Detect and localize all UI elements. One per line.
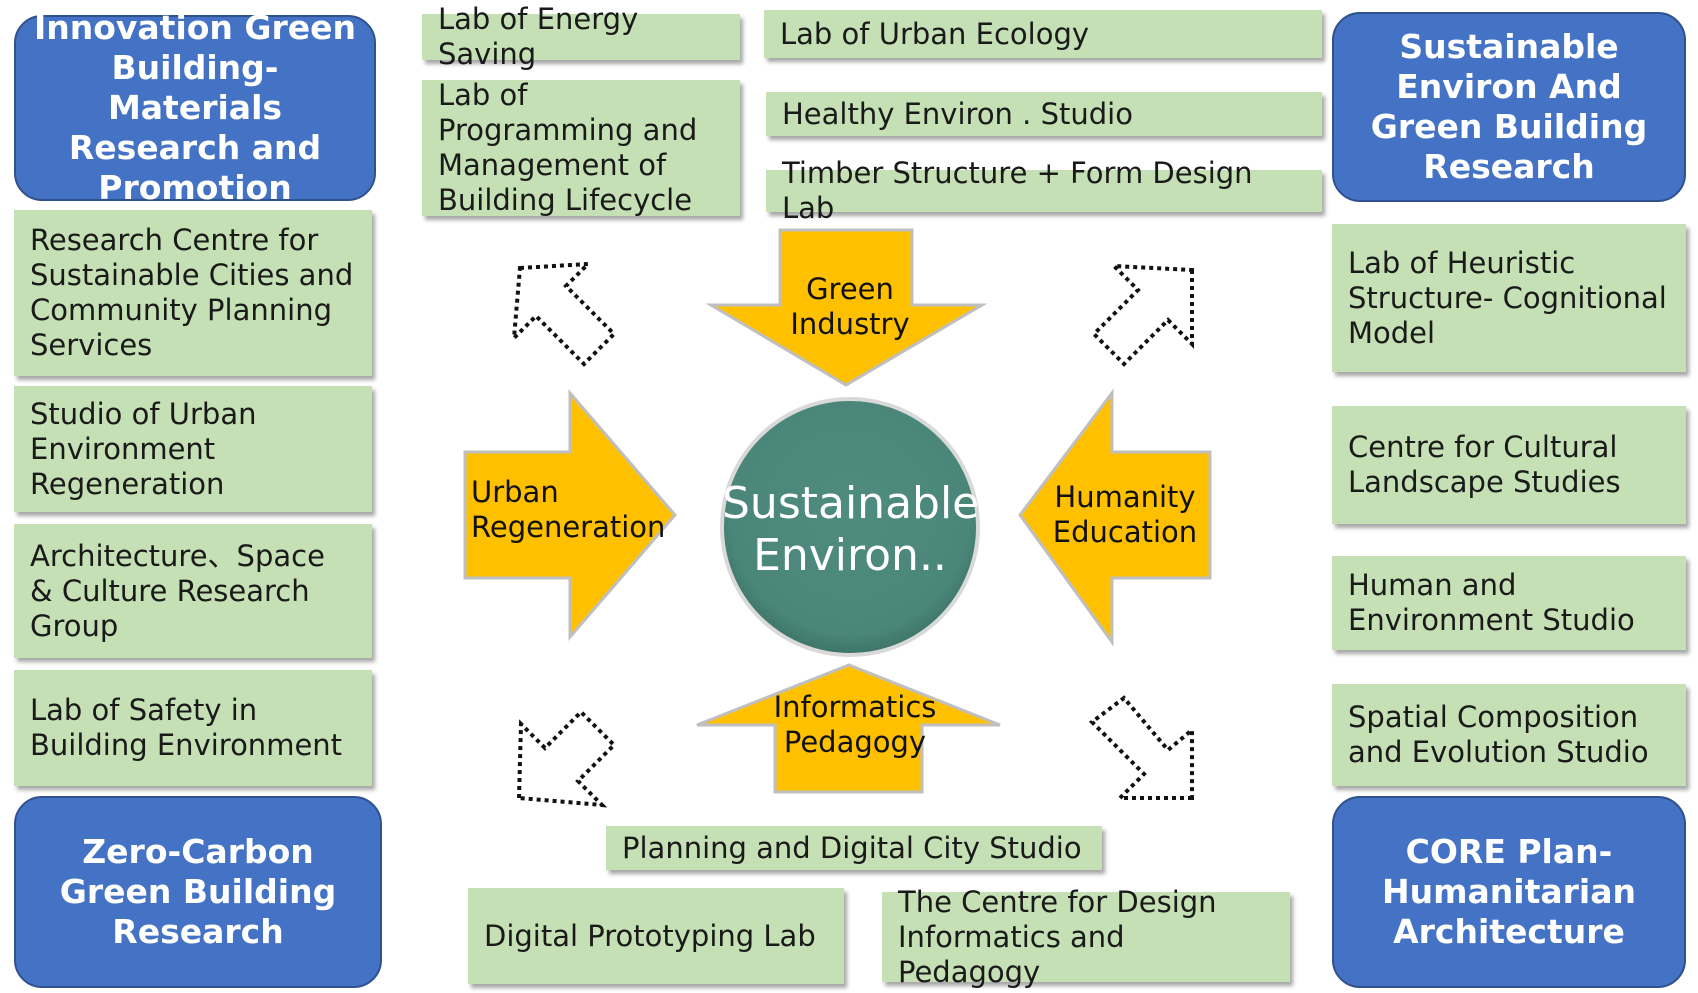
lab-box: Spatial Composition and Evolution Studio bbox=[1332, 684, 1686, 786]
arrow-humanity-education bbox=[1018, 388, 1212, 647]
lab-box: Lab of Urban Ecology bbox=[764, 10, 1322, 58]
lab-box: Planning and Digital City Studio bbox=[606, 826, 1102, 870]
arrow-urban-regeneration bbox=[463, 388, 677, 642]
hub-bottom-left: Zero-Carbon Green Building Research bbox=[14, 796, 382, 988]
dotted-arrow-up-left bbox=[511, 261, 617, 367]
center-label: Sustainable Environ.. bbox=[722, 478, 980, 581]
lab-box: Lab of Heuristic Structure- Cognitional … bbox=[1332, 224, 1686, 372]
arrow-informatics-pedagogy bbox=[696, 663, 1001, 794]
dotted-arrow-up-right bbox=[1091, 263, 1194, 367]
arrow-label-humanity-education: Humanity Education bbox=[1052, 480, 1198, 549]
lab-box: Human and Environment Studio bbox=[1332, 556, 1686, 650]
hub-top-right: Sustainable Environ And Green Building R… bbox=[1332, 12, 1686, 202]
arrow-green-industry bbox=[705, 228, 988, 387]
center-circle bbox=[720, 397, 980, 657]
arrow-label-green-industry: Green Industry bbox=[790, 272, 910, 341]
lab-box: Lab of Energy Saving bbox=[422, 2, 740, 71]
arrow-label-urban-regeneration: Urban Regeneration bbox=[471, 475, 666, 544]
lab-box: Healthy Environ . Studio bbox=[766, 92, 1322, 136]
dotted-arrow-down-right bbox=[1088, 695, 1194, 800]
arrow-label-informatics-pedagogy: Informatics Pedagogy bbox=[773, 690, 937, 759]
lab-box: Timber Structure + Form Design Lab bbox=[766, 156, 1322, 225]
lab-box: Studio of Urban Environment Regeneration bbox=[14, 386, 372, 512]
lab-box: Research Centre for Sustainable Cities a… bbox=[14, 210, 372, 376]
hub-bottom-right: CORE Plan-Humanitarian Architecture bbox=[1332, 796, 1686, 988]
dotted-arrow-down-left bbox=[516, 709, 617, 808]
lab-box: The Centre for Design Informatics and Pe… bbox=[882, 885, 1290, 989]
lab-box: Digital Prototyping Lab bbox=[468, 888, 844, 984]
hub-top-left: Innovation Green Building-Materials Rese… bbox=[14, 8, 376, 207]
lab-box: Centre for Cultural Landscape Studies bbox=[1332, 406, 1686, 524]
lab-box: Architecture、Space & Culture Research Gr… bbox=[14, 524, 372, 658]
lab-box: Lab of Programming and Management of Bui… bbox=[422, 78, 740, 217]
lab-box: Lab of Safety in Building Environment bbox=[14, 670, 372, 786]
